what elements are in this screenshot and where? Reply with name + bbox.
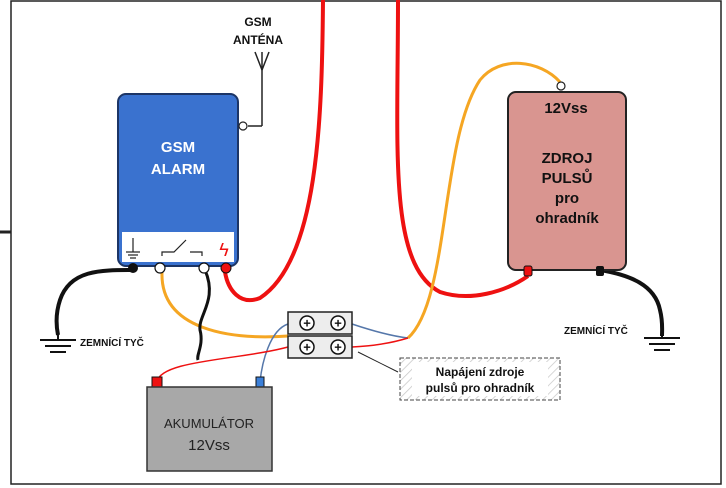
ground-wire-right [599,268,665,337]
screw-plus-symbol: + [303,316,311,331]
panel-ground-icon [126,238,140,259]
note-leader-line [357,351,399,373]
battery-label-line1: AKUMULÁTOR [164,416,254,431]
fence-wire-right [395,0,530,298]
screw-plus-symbol: + [334,340,342,355]
gsm-alarm-terminal-panel [122,232,234,262]
orange-wire-right [406,61,562,340]
pulse-source-voltage: 12Vss [544,100,587,117]
outer-frame [10,0,722,485]
screw-icon [330,315,346,331]
pulse-source-line3: pro [555,190,579,207]
ground-label-left: ZEMNÍCÍ TYČ [80,336,144,349]
screw-icon [299,315,315,331]
orange-wire-left [160,271,289,339]
battery-body [146,386,273,472]
ground-wire-left [54,268,134,336]
fence-wire-left [223,0,325,302]
antenna-port [238,121,248,131]
relay-switch-icon [161,239,203,256]
screw-icon [330,339,346,355]
gsm-alarm-unit [117,93,248,267]
note-text-line2: pulsů pro ohradník [426,381,535,395]
gsm-alarm-title-line2: ALARM [151,161,205,178]
antenna-label-line2: ANTÉNA [233,32,283,47]
gsm-alarm-body [117,93,239,267]
screw-plus-symbol: + [303,340,311,355]
pulse-source-fence-terminal [523,265,533,277]
terminal-block-connector: + + + + [287,311,353,359]
note-box-inner [412,362,548,396]
terminal-relay-a [154,262,166,274]
lightning-icon: ϟ [219,240,229,260]
pulse-source-line2: PULSŮ [542,168,593,187]
ground-symbol-left [40,333,76,353]
screw-plus-symbol: + [334,316,342,331]
pulse-source-input-port [556,81,566,91]
antenna-icon [248,51,270,127]
terminal-ground [128,263,138,273]
terminal-fence [220,262,232,274]
pulse-source-ground-terminal [596,266,604,276]
battery-unit [146,376,273,472]
screw-icon [299,339,315,355]
pulse-source-line1: ZDROJ [542,150,593,167]
note-text-line1: Napájení zdroje [436,365,525,379]
ground-symbol-right [644,334,680,351]
black-wire-battery [196,269,211,361]
battery-label-line2: 12Vss [188,437,230,454]
pulse-source-line4: ohradník [535,210,599,227]
blue-lead-right [351,323,409,339]
gsm-alarm-title-line1: GSM [161,139,195,156]
blue-lead-left [259,323,289,383]
ground-label-right: ZEMNÍCÍ TYČ [564,324,628,337]
antenna-label-line1: GSM [244,15,271,29]
pulse-source-body [507,91,627,271]
red-lead-right [351,337,409,348]
terminal-relay-b [198,262,210,274]
red-lead-left [156,346,289,383]
